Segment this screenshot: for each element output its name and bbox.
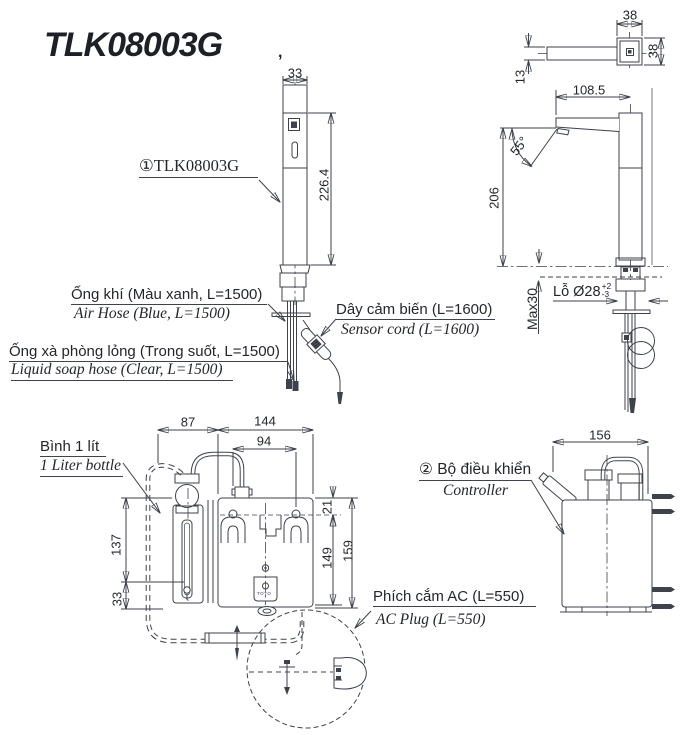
dim-faucet-width: 33 [287, 65, 303, 81]
callout-mounting-hole: Lỗ Ø28+2-3 [553, 281, 612, 300]
callout-controller-en: Controller [443, 482, 508, 499]
callout-soap-hose-vi: Ống xà phòng lỏng (Trong suốt, L=1500) [9, 343, 287, 362]
callout-ac-plug-en: AC Plug (L=550) [376, 611, 486, 628]
dim-spout-square-height: 38 [645, 43, 661, 59]
dim-spout-thickness: 13 [512, 69, 528, 85]
bottle-controller-front-view [145, 451, 341, 661]
dim-controller-height: 159 [340, 540, 356, 562]
dim-mount-offset-top: 21 [319, 499, 335, 515]
label-max-counter-thickness: Max30 [524, 287, 540, 331]
sensor-cord-connector [300, 319, 343, 404]
title-mark: , [278, 44, 283, 61]
leader-lines [122, 179, 564, 628]
ac-plug-detail [246, 609, 367, 729]
dim-mount-hole-spacing: 94 [256, 433, 272, 449]
callout-soap-hose-en: Liquid soap hose (Clear, L=1500) [11, 361, 233, 381]
callout-controller-vi: ② Bộ điều khiển [419, 460, 531, 481]
dim-bottle-offset: 87 [180, 414, 196, 430]
dim-mount-height: 149 [319, 547, 335, 569]
callout-part1-faucet: ①TLK08003G [139, 156, 258, 178]
callout-sensor-cord-vi: Dây cảm biến (L=1600) [336, 301, 495, 320]
hole-text: Lỗ Ø28 [553, 284, 601, 300]
faucet-side-view [497, 88, 668, 413]
callout-air-hose-vi: Ống khí (Màu xanh, L=1500) [71, 286, 267, 305]
dim-bottle-height: 137 [108, 534, 124, 556]
page-title: TLK08003G [44, 26, 223, 64]
hole-tolerance-plus: +2 [601, 281, 612, 292]
dim-controller-depth: 156 [589, 427, 611, 443]
dims-bottle-controller [121, 430, 358, 610]
callout-air-hose-en: Air Hose (Blue, L=1500) [74, 305, 230, 322]
dim-spout-square-width: 38 [622, 7, 638, 23]
faucet-front-view [271, 82, 343, 404]
dim-faucet-height [308, 112, 336, 266]
callout-bottle-en: 1 Liter bottle [40, 457, 123, 477]
dim-spout-reach: 108.5 [572, 82, 606, 98]
controller-side-view [538, 442, 675, 616]
dim-bottle-window-offset: 33 [109, 591, 125, 607]
dim-spout-height: 206 [486, 187, 502, 209]
dim-faucet-width [282, 76, 308, 84]
toto-logo: TOTO [257, 591, 272, 596]
dim-faucet-height: 226.4 [316, 168, 332, 202]
hole-tolerance-minus: -3 [601, 289, 610, 300]
dim-controller-width: 144 [254, 413, 276, 429]
callout-ac-plug-vi: Phích cắm AC (L=550) [373, 588, 536, 607]
callout-sensor-cord-en: Sensor cord (L=1600) [341, 321, 480, 338]
spout-top-view [524, 20, 665, 74]
callout-bottle-vi: Bình 1 lít [40, 438, 106, 457]
